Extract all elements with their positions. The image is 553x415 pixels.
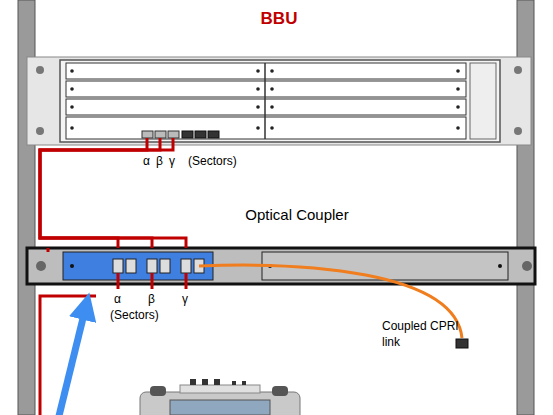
sector-label: γ (169, 154, 175, 168)
sector-label: α (143, 154, 150, 168)
sector-label: β (148, 292, 155, 306)
bbu-chassis: BBU (27, 57, 531, 145)
cpri-cable (40, 145, 186, 248)
sector-caption: (Sectors) (110, 308, 159, 322)
node-heading: BBU (261, 9, 298, 29)
sector-label: γ (182, 292, 188, 306)
node-heading: Optical Coupler (245, 206, 348, 223)
sector-label: α (114, 292, 121, 306)
sector-caption: (Sectors) (188, 154, 237, 168)
cable-label: Coupled CPRI link (382, 318, 474, 350)
cpri-cable (40, 145, 147, 248)
cpri-cable (40, 145, 160, 248)
sector-label: β (156, 154, 163, 168)
optical-coupler: Optical Coupler (27, 248, 535, 284)
